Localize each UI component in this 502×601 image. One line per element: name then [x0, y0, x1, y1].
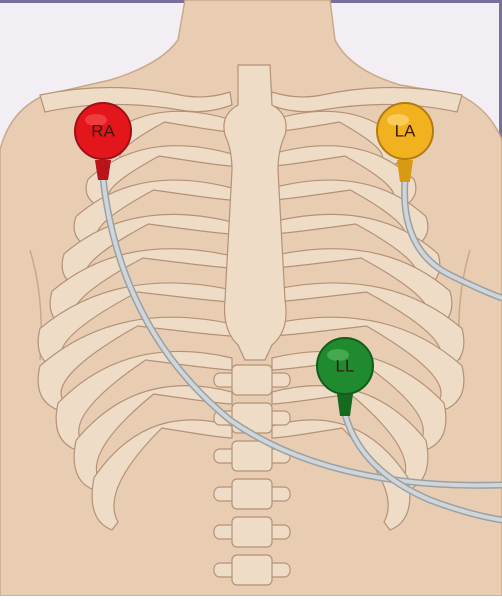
sternum: [224, 65, 286, 360]
vertebra-6: [232, 555, 272, 585]
electrode-ll-label: LL: [336, 356, 355, 375]
vertebra-4: [232, 479, 272, 509]
vertebra-5: [232, 517, 272, 547]
electrode-la-label: LA: [395, 121, 416, 140]
vertebra-1: [232, 365, 272, 395]
electrode-ra-label: RA: [91, 121, 115, 140]
